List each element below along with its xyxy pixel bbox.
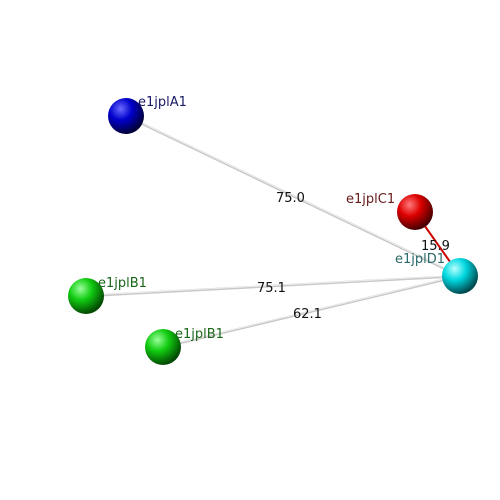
edge-highlight (162, 275, 461, 347)
node-C1 (397, 194, 433, 230)
node-label: e1jplB1 (175, 327, 224, 342)
edge-A1-D1 (125, 114, 461, 278)
node-B1a (68, 278, 104, 314)
edge-B1a-D1 (85, 274, 461, 298)
edges-layer: 75.0 15.9 75.1 62.1 (85, 114, 461, 349)
nodes-layer: e1jplA1 e1jplC1 e1jplD1 e1jplB1 e1jplB1 (68, 95, 478, 365)
node-label: e1jplB1 (98, 276, 147, 291)
edge-highlight (125, 115, 461, 276)
edge-highlight (85, 275, 461, 296)
node-label: e1jplD1 (395, 252, 445, 267)
edge-B1b-D1 (162, 274, 461, 349)
edge-label: 75.0 (276, 191, 305, 206)
node-D1 (442, 258, 478, 294)
node-B1b (145, 329, 181, 365)
node-A1 (108, 98, 144, 134)
edge-label: 15.9 (421, 239, 450, 254)
edge-label: 62.1 (293, 307, 322, 322)
edge-label: 75.1 (257, 281, 286, 296)
node-label: e1jplC1 (346, 192, 395, 207)
node-label: e1jplA1 (138, 95, 187, 110)
